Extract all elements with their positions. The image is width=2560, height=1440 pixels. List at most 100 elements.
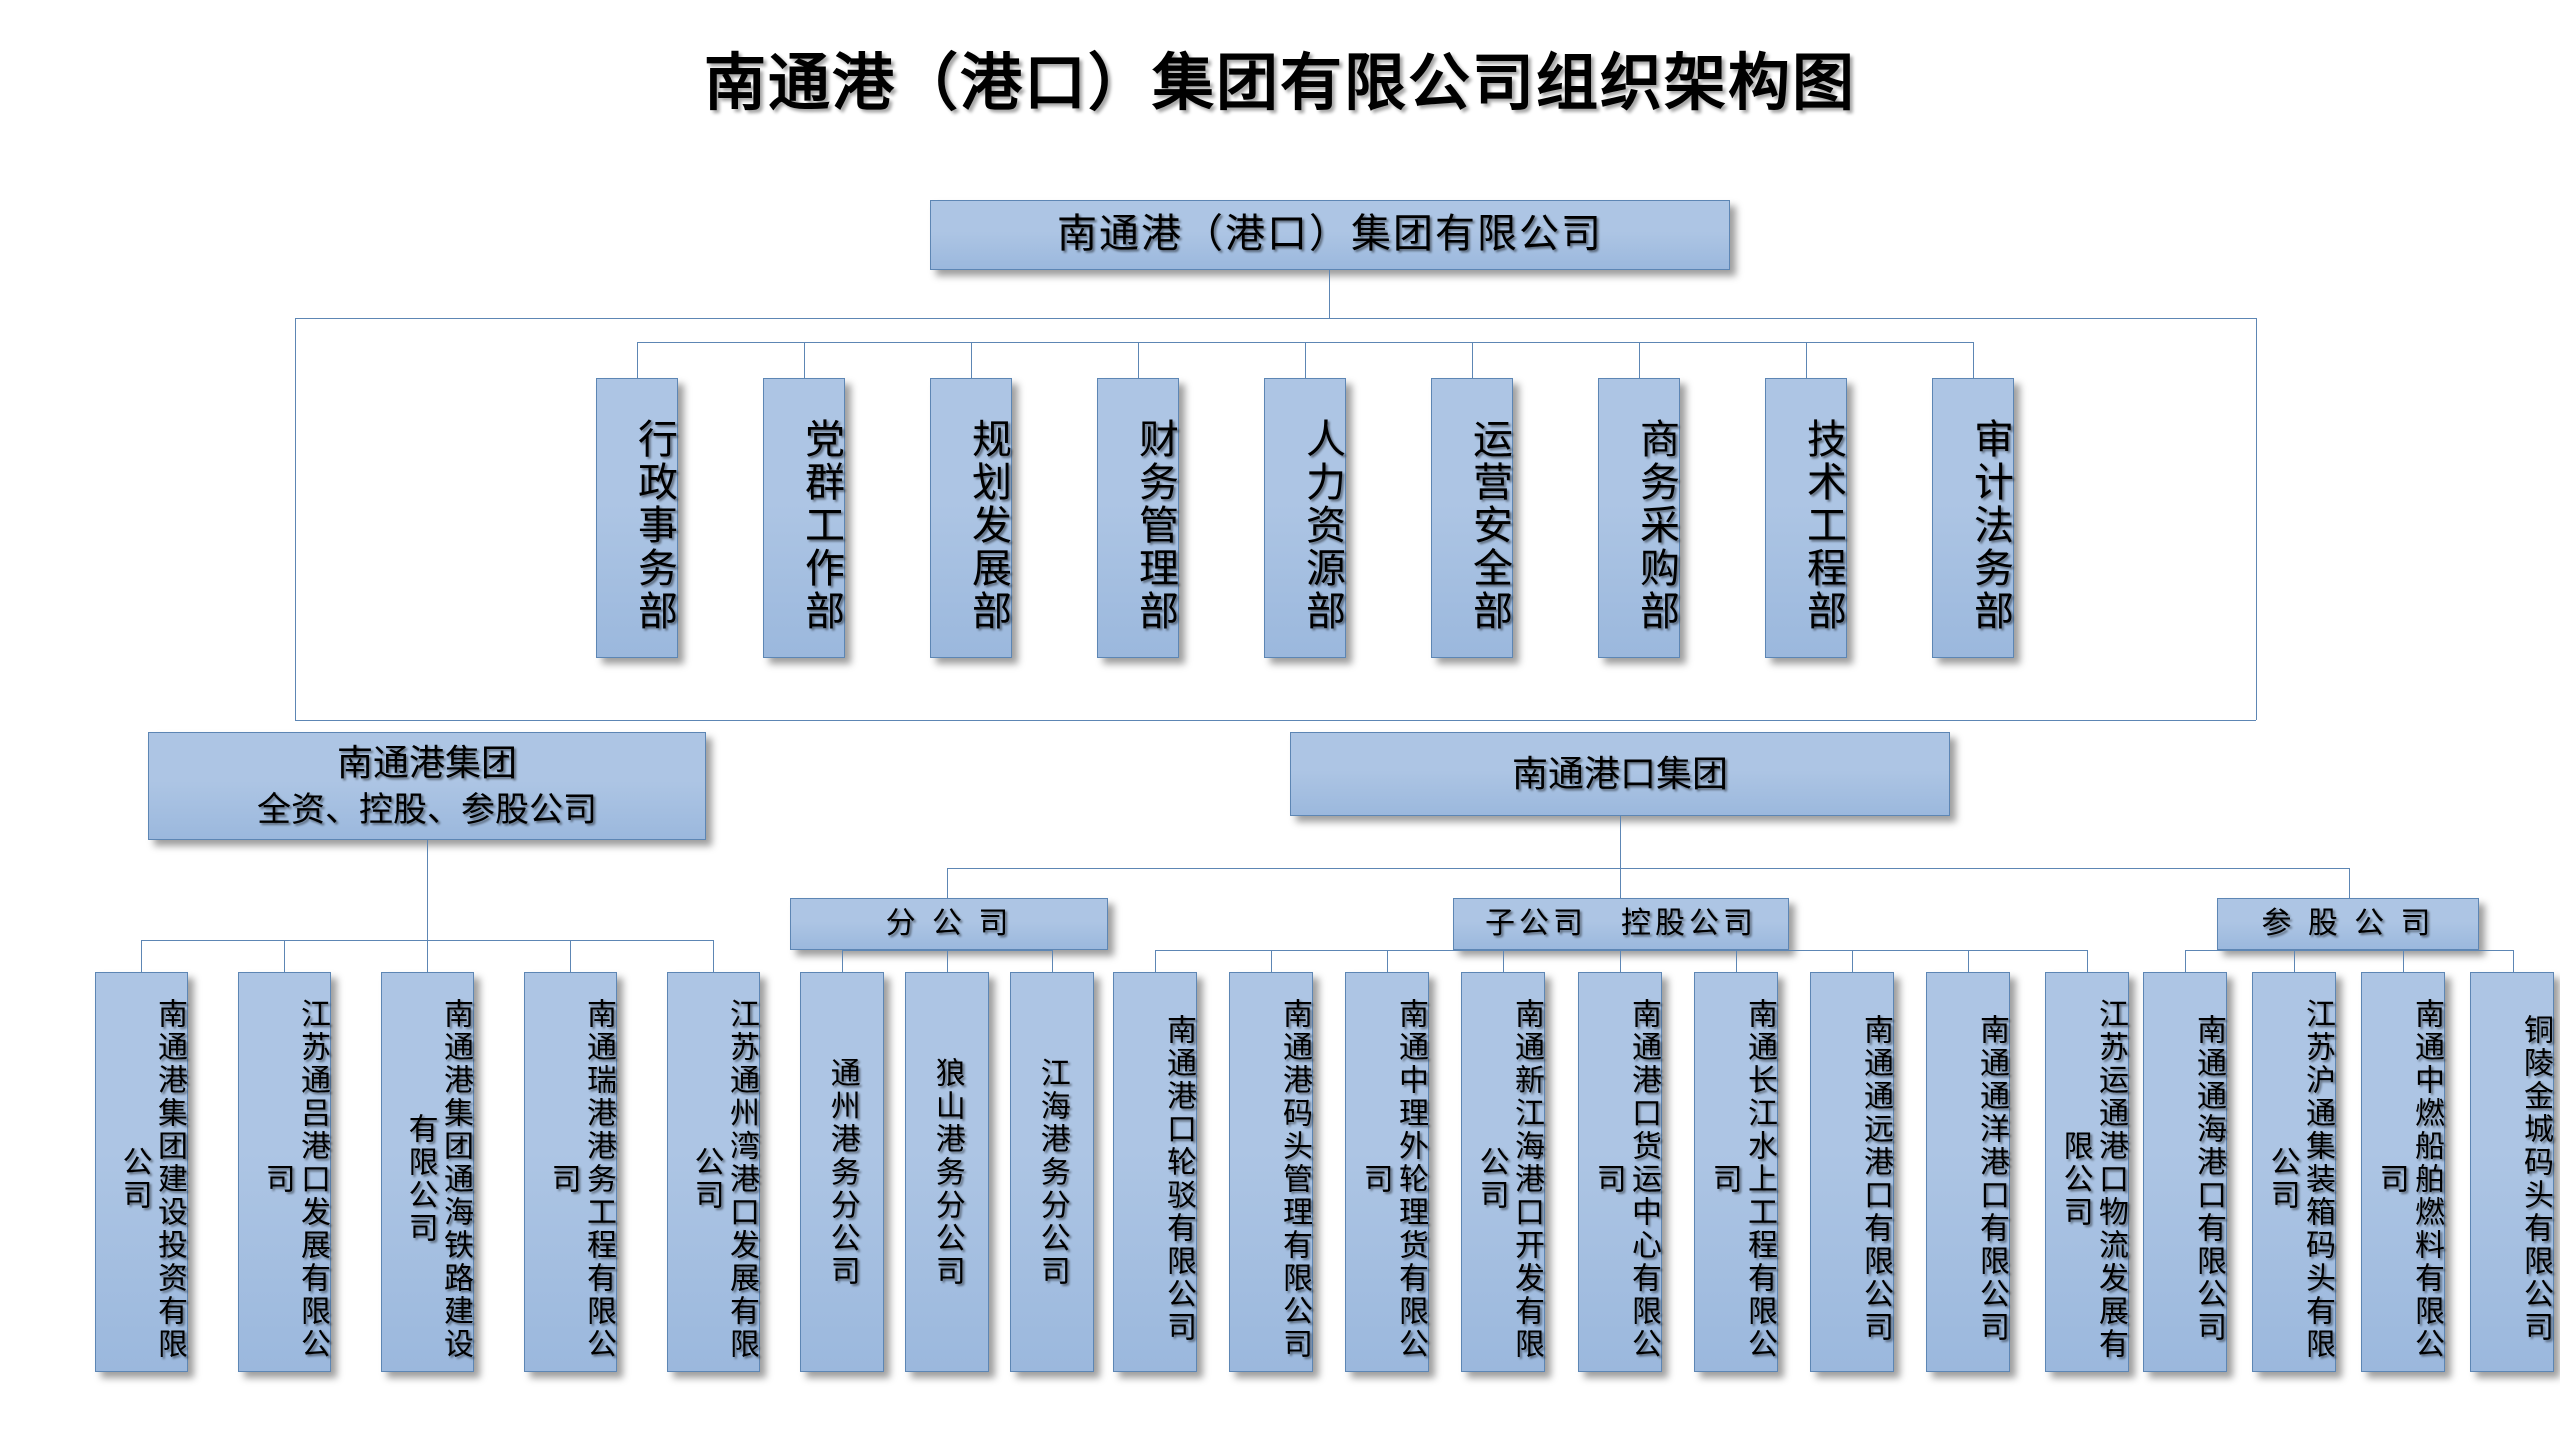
connector-dept-stem-2: [804, 342, 805, 378]
connector-category-bus: [947, 868, 2349, 869]
branch-label-1: 通州港务分公司: [825, 1056, 859, 1288]
connector-subsidiary-stem-2: [1271, 950, 1272, 972]
subsidiary-label-4: 南通新江海港口开发有限公司: [1474, 997, 1543, 1361]
affiliate-node-3[interactable]: 南通中燃船舶燃料有限公司: [2361, 972, 2445, 1372]
subsidiary-node-7[interactable]: 南通通远港口有限公司: [1810, 972, 1894, 1372]
branch-node-2[interactable]: 狼山港务分公司: [905, 972, 989, 1372]
affiliate-label-4: 铜陵金城码头有限公司: [2519, 1014, 2552, 1344]
department-node-2[interactable]: 党群工作部: [763, 378, 845, 658]
affiliate-node-1[interactable]: 南通通海港口有限公司: [2143, 972, 2227, 1372]
department-node-6[interactable]: 运营安全部: [1431, 378, 1513, 658]
connector-outer-bus-right: [2256, 318, 2257, 720]
department-label-9: 审计法务部: [1968, 417, 2012, 633]
connector-dept-stem-1: [637, 342, 638, 378]
subsidiary-node-6[interactable]: 南通长江水上工程有限公司: [1694, 972, 1778, 1372]
department-label-1: 行政事务部: [632, 417, 676, 633]
subsidiary-node-2[interactable]: 南通港码头管理有限公司: [1229, 972, 1313, 1372]
group-node-nantong-harbor-group[interactable]: 南通港口集团: [1290, 732, 1950, 816]
category-node-subsidiary[interactable]: 子公司 控股公司: [1453, 898, 1789, 950]
affiliate-label-3: 南通中燃船舶燃料有限公司: [2374, 997, 2443, 1361]
department-label-3: 规划发展部: [966, 417, 1010, 633]
connector-subsidiary-stem-1: [1155, 950, 1156, 972]
department-node-4[interactable]: 财务管理部: [1097, 378, 1179, 658]
department-label-8: 技术工程部: [1801, 417, 1845, 633]
subsidiary-node-8[interactable]: 南通通洋港口有限公司: [1926, 972, 2010, 1372]
subsidiary-label-6: 南通长江水上工程有限公司: [1707, 997, 1776, 1361]
connector-outer-bus-top: [295, 318, 2256, 319]
department-node-9[interactable]: 审计法务部: [1932, 378, 2014, 658]
department-label-5: 人力资源部: [1300, 417, 1344, 633]
connector-left-child-stem-1: [141, 940, 142, 972]
department-node-5[interactable]: 人力资源部: [1264, 378, 1346, 658]
subsidiary-node-9[interactable]: 江苏运通港口物流发展有限公司: [2045, 972, 2129, 1372]
subsidiary-node-4[interactable]: 南通新江海港口开发有限公司: [1461, 972, 1545, 1372]
connector-subsidiary-bus: [1155, 950, 2087, 951]
left-child-node-4[interactable]: 南通瑞港港务工程有限公司: [524, 972, 617, 1372]
connector-affiliate-bus: [2185, 950, 2513, 951]
connector-subsidiary-stem-6: [1736, 950, 1737, 972]
connector-left-child-stem-3: [427, 940, 428, 972]
connector-category-stem-affiliate: [2349, 868, 2350, 898]
branch-label-2: 狼山港务分公司: [930, 1056, 964, 1288]
department-node-3[interactable]: 规划发展部: [930, 378, 1012, 658]
connector-affiliate-stem-4: [2513, 950, 2514, 972]
left-child-node-1[interactable]: 南通港集团建设投资有限公司: [95, 972, 188, 1372]
connector-left-child-stem-5: [713, 940, 714, 972]
root-node-label: 南通港（港口）集团有限公司: [1057, 212, 1603, 257]
category-label-subsidiary: 子公司 控股公司: [1485, 907, 1757, 941]
connector-branch-stem-1: [842, 950, 843, 972]
connector-subsidiary-stem-9: [2087, 950, 2088, 972]
category-node-affiliate[interactable]: 参 股 公 司: [2217, 898, 2479, 950]
department-node-1[interactable]: 行政事务部: [596, 378, 678, 658]
subsidiary-node-3[interactable]: 南通中理外轮理货有限公司: [1345, 972, 1429, 1372]
connector-dept-stem-5: [1305, 342, 1306, 378]
connector-subsidiary-stem-5: [1620, 950, 1621, 972]
subsidiary-label-7: 南通通远港口有限公司: [1859, 1014, 1892, 1344]
category-label-affiliate: 参 股 公 司: [2261, 907, 2435, 941]
group-label-line1-left: 南通港集团: [336, 741, 517, 783]
connector-left-child-stem-2: [284, 940, 285, 972]
connector-branch-stem-2: [947, 950, 948, 972]
group-node-nantong-port-group[interactable]: 南通港集团 全资、控股、参股公司: [148, 732, 706, 840]
department-label-6: 运营安全部: [1467, 417, 1511, 633]
connector-root-stem: [1329, 270, 1330, 318]
affiliate-node-4[interactable]: 铜陵金城码头有限公司: [2470, 972, 2554, 1372]
category-node-branch[interactable]: 分 公 司: [790, 898, 1108, 950]
connector-subsidiary-stem-4: [1503, 950, 1504, 972]
connector-dept-stem-4: [1138, 342, 1139, 378]
connector-subsidiary-stem-3: [1387, 950, 1388, 972]
connector-left-child-stem-4: [570, 940, 571, 972]
affiliate-node-2[interactable]: 江苏沪通集装箱码头有限公司: [2252, 972, 2336, 1372]
connector-dept-stem-6: [1472, 342, 1473, 378]
connector-left-group-stem: [427, 840, 428, 940]
department-label-4: 财务管理部: [1133, 417, 1177, 633]
subsidiary-node-1[interactable]: 南通港口轮驳有限公司: [1113, 972, 1197, 1372]
connector-dept-stem-7: [1639, 342, 1640, 378]
branch-node-1[interactable]: 通州港务分公司: [800, 972, 884, 1372]
subsidiary-label-2: 南通港码头管理有限公司: [1278, 997, 1311, 1361]
department-label-2: 党群工作部: [799, 417, 843, 633]
left-child-node-2[interactable]: 江苏通吕港口发展有限公司: [238, 972, 331, 1372]
group-label-line2-left: 全资、控股、参股公司: [257, 791, 597, 830]
left-child-label-2: 江苏通吕港口发展有限公司: [260, 997, 329, 1361]
department-node-7[interactable]: 商务采购部: [1598, 378, 1680, 658]
department-label-7: 商务采购部: [1634, 417, 1678, 633]
connector-category-stem-branch: [947, 868, 948, 898]
connector-outer-bus-bottom: [295, 720, 2256, 721]
root-node[interactable]: 南通港（港口）集团有限公司: [930, 200, 1730, 270]
connector-branch-stem-3: [1052, 950, 1053, 972]
affiliate-label-2: 江苏沪通集装箱码头有限公司: [2265, 997, 2334, 1361]
left-child-label-3: 南通港集团通海铁路建设有限公司: [403, 997, 472, 1361]
left-child-label-1: 南通港集团建设投资有限公司: [117, 997, 186, 1361]
subsidiary-node-5[interactable]: 南通港口货运中心有限公司: [1578, 972, 1662, 1372]
category-label-branch: 分 公 司: [885, 907, 1013, 941]
left-child-node-5[interactable]: 江苏通州湾港口发展有限公司: [667, 972, 760, 1372]
subsidiary-label-5: 南通港口货运中心有限公司: [1591, 997, 1660, 1361]
left-child-node-3[interactable]: 南通港集团通海铁路建设有限公司: [381, 972, 474, 1372]
subsidiary-label-8: 南通通洋港口有限公司: [1975, 1014, 2008, 1344]
branch-node-3[interactable]: 江海港务分公司: [1010, 972, 1094, 1372]
department-node-8[interactable]: 技术工程部: [1765, 378, 1847, 658]
connector-dept-stem-9: [1973, 342, 1974, 378]
connector-category-stem-subsidiary: [1620, 868, 1621, 898]
